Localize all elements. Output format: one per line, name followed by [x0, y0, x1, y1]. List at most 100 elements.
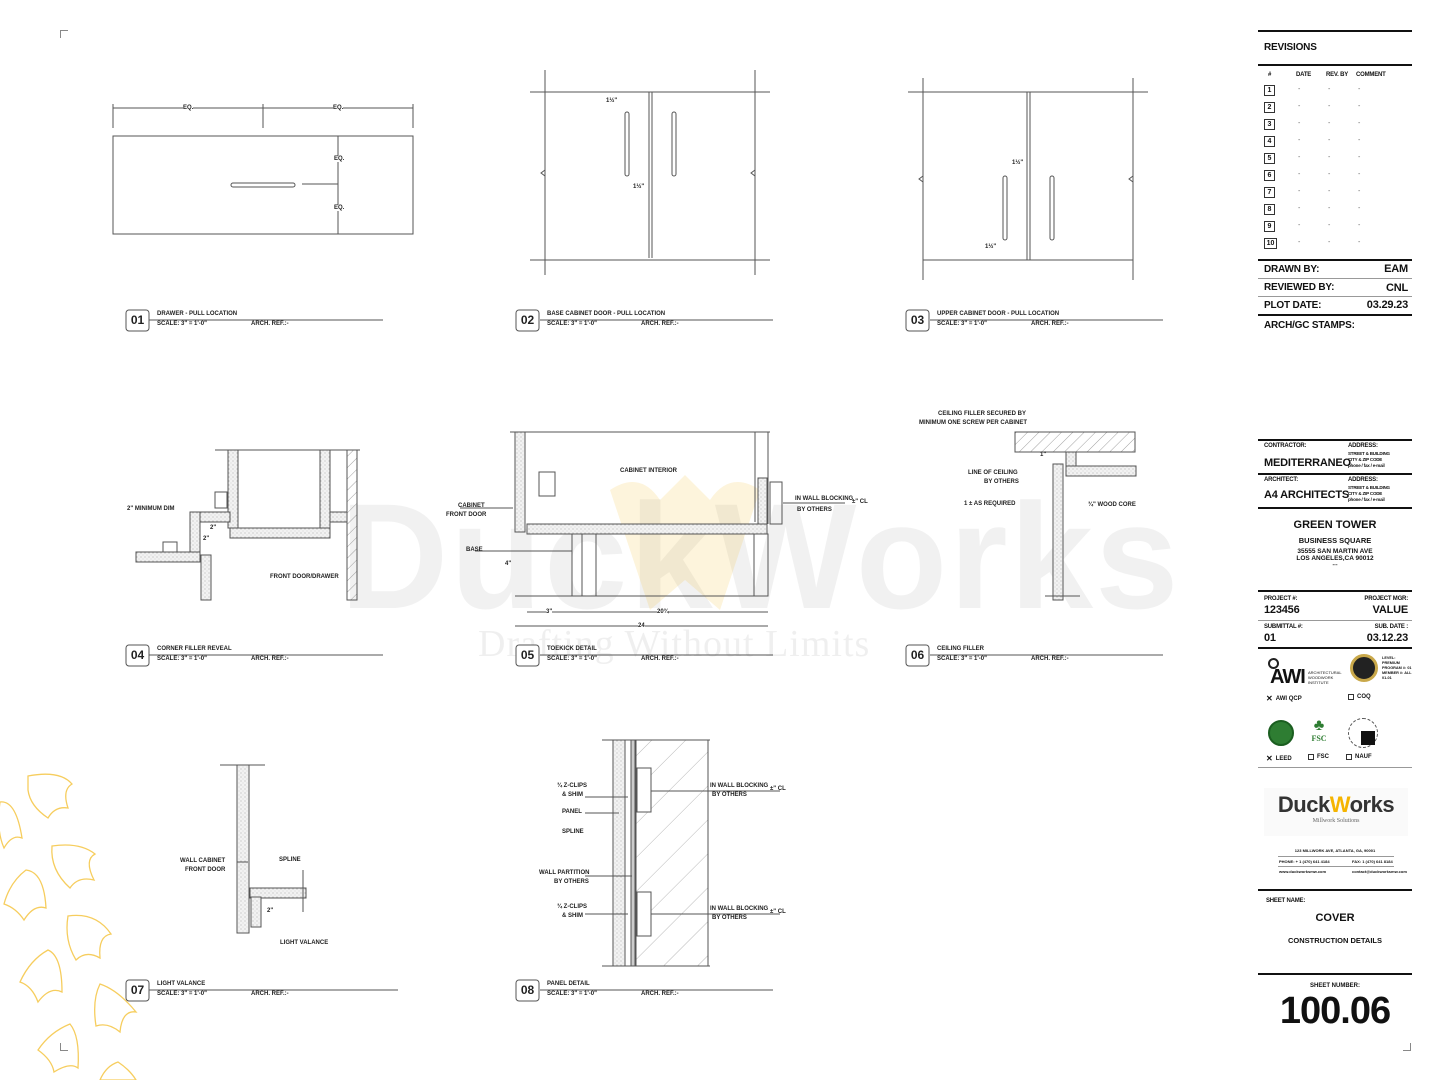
company-website[interactable]: www.duckworksmw.com: [1279, 869, 1327, 874]
d08-spline: SPLINE: [562, 829, 584, 835]
d03-dim-side: 1½": [1012, 160, 1024, 166]
contractor-address-line: phone / fax / e-mail: [1348, 463, 1385, 468]
detail-03-ref: ARCH. REF.:-: [1031, 321, 1069, 327]
detail-07-title: LIGHT VALANCE: [157, 981, 206, 987]
rev-header-date: DATE: [1296, 72, 1312, 78]
checkbox-empty-icon: [1308, 754, 1314, 760]
d01-dim-eq-1: EQ.: [183, 105, 194, 111]
rev-date: -: [1298, 205, 1301, 212]
detail-08-scale: SCALE: 3" = 1'-0": [547, 991, 597, 997]
d06-required: 1 ± AS REQUIRED: [964, 501, 1016, 507]
rev-by: -: [1328, 188, 1331, 195]
company-address: 123 MILLWORK AVE, ATLANTA, GA, 90001: [1294, 848, 1376, 853]
detail-08-title: PANEL DETAIL: [547, 981, 590, 987]
cert-leed[interactable]: ✕ LEED: [1266, 754, 1292, 763]
cert-awi-qcp[interactable]: ✕ AWI QCP: [1266, 694, 1302, 703]
detail-08-number: 08: [520, 983, 535, 997]
d08-block-1b: IN WALL BLOCKING: [710, 906, 769, 912]
rev-header-comment: COMMENT: [1356, 72, 1386, 78]
d08-block-1a: IN WALL BLOCKING: [710, 783, 769, 789]
detail-06-scale: SCALE: 3" = 1'-0": [937, 656, 987, 662]
duckworks-logo: DuckWorks Millwork Solutions: [1264, 788, 1408, 836]
project-address-1: 35555 SAN MARTIN AVE: [1297, 548, 1373, 555]
rev-date: -: [1298, 171, 1301, 178]
detail-05-number: 05: [520, 648, 535, 662]
d06-line-1: LINE OF CEILING: [968, 470, 1018, 476]
logo-tagline: Millwork Solutions: [1312, 818, 1360, 824]
rev-comment: -: [1358, 205, 1361, 212]
d04-dim-a: 2": [210, 525, 217, 531]
rev-by: -: [1328, 171, 1331, 178]
detail-05-ref: ARCH. REF.:-: [641, 656, 679, 662]
cert-label: FSC: [1317, 754, 1329, 760]
submittal-number: 01: [1264, 632, 1276, 644]
d03-dim-bottom: 1½": [985, 244, 997, 250]
rev-header-by: REV. BY: [1326, 72, 1349, 78]
reviewed-by-value: CNL: [1385, 282, 1408, 294]
d08-zclip-2b: & SHIM: [562, 913, 583, 919]
company-fax: FAX: 1 (470) 641 8184: [1352, 859, 1393, 864]
project-number: 123456: [1264, 604, 1300, 616]
cert-fsc[interactable]: FSC: [1308, 754, 1329, 760]
sheet-number: 100.06: [1279, 990, 1391, 1032]
d08-cl-a: ±" CL: [770, 786, 786, 792]
d06-secured-1: CEILING FILLER SECURED BY: [938, 411, 1027, 417]
submittal-label: SUBMITTAL #:: [1264, 624, 1303, 630]
d01-dim-eq-2: EQ.: [333, 105, 344, 111]
d06-dim: 1": [1040, 452, 1047, 458]
detail-02-ref: ARCH. REF.:-: [641, 321, 679, 327]
detail-05-title: TOEKICK DETAIL: [547, 646, 597, 652]
rev-comment: -: [1358, 103, 1361, 110]
rev-by: -: [1328, 103, 1331, 110]
contractor-name: MEDITERRANEO: [1264, 457, 1351, 469]
sheet-name: COVER: [1315, 912, 1355, 924]
cert-coq[interactable]: COQ: [1348, 694, 1371, 700]
rev-date: -: [1298, 120, 1301, 127]
rev-by: -: [1328, 86, 1331, 93]
architect-address-line: STREET & BUILDING: [1348, 485, 1390, 490]
checkbox-checked-icon: ✕: [1266, 694, 1273, 703]
rev-num: 4: [1264, 136, 1275, 147]
logo-works-text: orks: [1349, 792, 1395, 817]
d05-block-1: IN WALL BLOCKING: [795, 496, 854, 502]
d02-dim-top: 1½": [606, 98, 618, 104]
rev-num: 3: [1264, 119, 1275, 130]
d05-front-2: FRONT DOOR: [446, 512, 487, 518]
rev-comment: -: [1358, 239, 1361, 246]
construction-details-drawing: [112, 70, 1163, 1002]
detail-08-ref: ARCH. REF.:-: [641, 991, 679, 997]
d08-block-2b: BY OTHERS: [712, 915, 747, 921]
d06-wood-core: ¾" WOOD CORE: [1088, 502, 1136, 508]
detail-07-ref: ARCH. REF.:-: [251, 991, 289, 997]
plot-date-label: PLOT DATE:: [1264, 300, 1322, 311]
project-manager-label: PROJECT MGR:: [1364, 596, 1408, 602]
detail-01-ref: ARCH. REF.:-: [251, 321, 289, 327]
rev-date: -: [1298, 222, 1301, 229]
fsc-tree-icon: ♣: [1313, 717, 1325, 734]
detail-04-scale: SCALE: 3" = 1'-0": [157, 656, 207, 662]
cert-nauf[interactable]: NAUF: [1346, 754, 1372, 760]
reviewed-by-label: REVIEWED BY:: [1264, 282, 1335, 293]
d04-front: FRONT DOOR/DRAWER: [270, 574, 339, 580]
d08-zclip-2a: & SHIM: [562, 792, 583, 798]
rev-comment: -: [1358, 137, 1361, 144]
awi-subtitle: ARCHITECTURAL WOODWORK INSTITUTE: [1308, 670, 1342, 685]
rev-by: -: [1328, 205, 1331, 212]
detail-01-title: DRAWER - PULL LOCATION: [157, 311, 238, 317]
contractor-address-label: ADDRESS:: [1348, 443, 1378, 449]
qcp-note: LEVEL: PREMIUM PROGRAM #: 01 MEMBER #: A…: [1382, 656, 1412, 680]
cert-label: LEED: [1275, 755, 1292, 762]
d02-dim-side: 1½": [633, 184, 645, 190]
company-email[interactable]: contact@duckworksmw.com: [1352, 869, 1407, 874]
crop-mark-bottom-right: [1403, 1043, 1411, 1051]
detail-06-ref: ARCH. REF.:-: [1031, 656, 1069, 662]
rev-date: -: [1298, 239, 1301, 246]
detail-04-number: 04: [130, 648, 145, 662]
d01-dim-eq-4: EQ.: [334, 205, 345, 211]
d07-valance: LIGHT VALANCE: [280, 940, 329, 946]
awi-logo: AWI ARCHITECTURAL WOODWORK INSTITUTE: [1266, 656, 1344, 690]
rev-date: -: [1298, 154, 1301, 161]
d05-block-2: BY OTHERS: [797, 507, 832, 513]
rev-num: 2: [1264, 102, 1275, 113]
detail-05-scale: SCALE: 3" = 1'-0": [547, 656, 597, 662]
